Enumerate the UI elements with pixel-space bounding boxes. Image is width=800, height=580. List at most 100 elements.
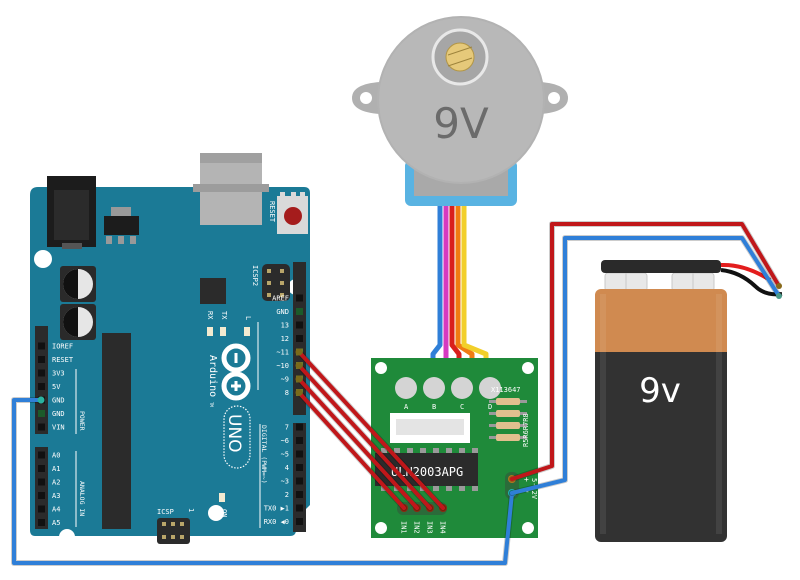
- power-pin[interactable]: [38, 342, 45, 350]
- power-pin-label: IOREF: [52, 343, 73, 351]
- digital-pin-label: 2: [285, 491, 289, 499]
- capacitor: [60, 304, 96, 340]
- driver-led: [451, 377, 473, 399]
- motor-wire: [449, 206, 462, 358]
- motor-wire: [461, 206, 489, 358]
- analog-pin-label: A2: [52, 479, 60, 487]
- capacitor: [60, 266, 96, 302]
- analog-pin-label: A3: [52, 492, 60, 500]
- driver-led: [423, 377, 445, 399]
- digital-pin-label: ~5: [281, 451, 289, 459]
- chip-leg: [407, 448, 413, 454]
- driver-led: [395, 377, 417, 399]
- power-header: [35, 326, 48, 434]
- arduino-logo-icon: [221, 343, 251, 401]
- digital-pin[interactable]: [296, 477, 303, 485]
- analog-pin[interactable]: [38, 478, 45, 486]
- icsp-label: ICSP: [157, 508, 174, 516]
- analog-pin[interactable]: [38, 505, 45, 513]
- power-pin[interactable]: [38, 356, 45, 363]
- analog-pin[interactable]: [38, 492, 45, 499]
- analog-pin[interactable]: [38, 451, 45, 459]
- tx-led: [220, 327, 226, 336]
- digital-pin-label: 7: [285, 424, 289, 432]
- motor-voltage-label: 9V: [433, 99, 489, 148]
- power-pin-label: VIN: [52, 424, 65, 432]
- arduino-trademark: TM: [209, 402, 214, 407]
- battery-snap: [601, 260, 721, 273]
- driver-led-label: C: [460, 403, 464, 411]
- analog-pin-label: A5: [52, 519, 60, 527]
- digital-pin[interactable]: [296, 308, 303, 315]
- power-pin-label: RESET: [52, 356, 74, 364]
- driver-input-label: IN3: [426, 521, 434, 534]
- digital-pin[interactable]: [296, 491, 303, 498]
- digital-pin[interactable]: [296, 437, 303, 444]
- chip-leg: [433, 485, 439, 491]
- power-pin-label: 3V3: [52, 370, 65, 378]
- icsp2-label: ICSP2: [251, 265, 259, 286]
- digital-pin[interactable]: [296, 335, 303, 342]
- power-pin[interactable]: [38, 369, 45, 377]
- arduino-pcb: [30, 187, 310, 536]
- usb-chip: [200, 278, 226, 304]
- digital-pin-label: RX0 ◀0: [264, 518, 289, 526]
- minus-label: -: [525, 487, 530, 496]
- on-led: [219, 493, 225, 502]
- mounting-hole: [208, 505, 224, 521]
- mounting-hole: [34, 250, 52, 268]
- digital-pin-label: 13: [281, 322, 289, 330]
- power-pin[interactable]: [38, 410, 45, 417]
- analog-pin-label: A0: [52, 452, 60, 460]
- digital-pin-label: TX0 ▶1: [264, 505, 289, 513]
- rx-label: RX: [206, 311, 214, 320]
- reset-label: RESET: [268, 201, 276, 223]
- chip-leg: [394, 448, 400, 454]
- digital-pin-label: 8: [285, 389, 289, 397]
- plus-label: +: [524, 475, 529, 484]
- wire-endpoint: [295, 362, 303, 369]
- wire-endpoint: [295, 348, 303, 356]
- driver-input-label: IN1: [400, 521, 408, 534]
- power-pin[interactable]: [38, 383, 45, 390]
- digital-pin-label: GND: [276, 308, 289, 316]
- analog-header: [35, 447, 48, 529]
- signal-wire: [297, 390, 406, 510]
- battery-voltage-label: 9v: [639, 371, 681, 411]
- wire-endpoint: [295, 389, 303, 396]
- digital-pin[interactable]: [296, 423, 303, 431]
- digital-pin[interactable]: [296, 450, 303, 458]
- resistor-array: [489, 398, 527, 441]
- uno-badge: [223, 405, 251, 469]
- chip-leg: [472, 448, 478, 454]
- signal-wire: [297, 363, 432, 510]
- analog-pin[interactable]: [38, 465, 45, 472]
- l-label: L: [244, 316, 252, 320]
- power-pin-label: 5V: [52, 383, 61, 391]
- chip-leg: [433, 448, 439, 454]
- chip-leg: [472, 485, 478, 491]
- tx-label: TX: [220, 311, 228, 320]
- icsp-pin1-label: 1: [187, 508, 195, 512]
- digital-pin[interactable]: [296, 321, 303, 329]
- digital-pin[interactable]: [296, 504, 303, 512]
- digital-pin[interactable]: [296, 518, 303, 525]
- power-group-label: POWER: [78, 411, 86, 431]
- mounting-hole: [59, 529, 75, 545]
- battery-negative-wire: [510, 236, 781, 495]
- power-pin[interactable]: [38, 423, 45, 431]
- digital-pin-label: 4: [285, 464, 289, 472]
- driver-led: [479, 377, 501, 399]
- voltage-regulator: [111, 207, 131, 216]
- digital-pin[interactable]: [296, 294, 303, 302]
- input-header: [397, 502, 447, 515]
- analog-pin[interactable]: [38, 519, 45, 526]
- arduino-board: RESET ICSP2 RX TX L ON Arduino TM UNO: [30, 153, 310, 545]
- chip-leg: [459, 485, 465, 491]
- reset-button[interactable]: [277, 192, 308, 234]
- driver-led-label: A: [404, 403, 409, 411]
- digital-pin[interactable]: [296, 464, 303, 471]
- signal-wire: [297, 350, 445, 510]
- digital-group-label: DIGITAL (PWM=~): [260, 425, 268, 484]
- wire-endpoint: [295, 375, 303, 383]
